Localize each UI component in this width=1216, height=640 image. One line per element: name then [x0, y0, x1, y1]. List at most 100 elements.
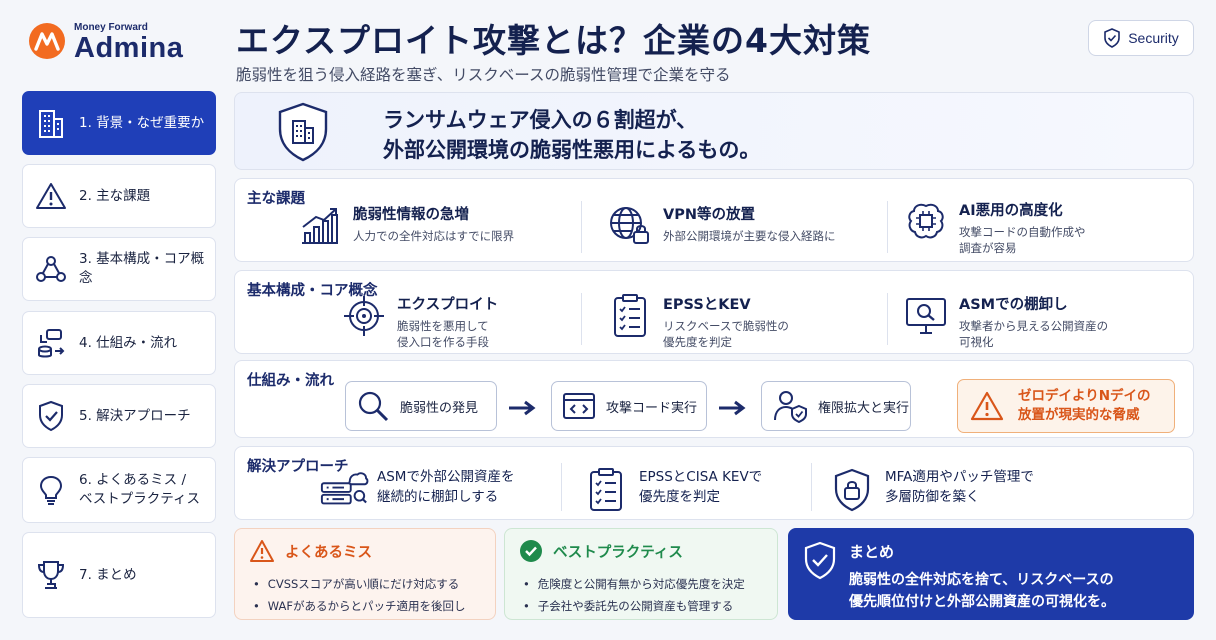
approach-text: EPSSとCISA KEVで 優先度を判定 [639, 469, 763, 505]
list-item: 危険度と公開有無から対応優先度を決定 [523, 573, 745, 595]
issues-section: 主な課題 脆弱性情報の急増 人力での全件対応はすでに限界 VPN等の放置 外部公… [234, 178, 1194, 262]
sidebar-item-label: 4. 仕組み・流れ [79, 334, 178, 351]
summary-text: 脆弱性の全件対応を捨て、リスクベースの 優先順位付けと外部公開資産の可視化を。 [849, 572, 1115, 610]
card-title: ベストプラクティス [553, 544, 683, 561]
issue-item: AI悪用の高度化 攻撃コードの自動作成や 調査が容易 [901, 199, 1086, 256]
sidebar-item-label: 5. 解決アプローチ [79, 407, 191, 424]
divider [561, 463, 562, 511]
sidebar-item-mistakes-best[interactable]: 6. よくあるミス / ベストプラクティス [22, 457, 216, 523]
issue-heading: 脆弱性情報の急増 [353, 207, 469, 223]
arrow-right-icon [717, 397, 747, 422]
approach-item: EPSSとCISA KEVで 優先度を判定 [581, 467, 762, 513]
section-title: 仕組み・流れ [247, 373, 334, 389]
sidebar-item-issues[interactable]: 2. 主な課題 [22, 164, 216, 228]
magnifier-icon [358, 391, 389, 422]
logo: Money Forward Admina [28, 18, 208, 68]
list-item: WAFがあるからとパッチ適用を後回し [253, 595, 466, 617]
network-icon [33, 251, 69, 287]
security-badge-label: Security [1128, 30, 1179, 46]
building-icon [33, 105, 69, 141]
shield-check-icon [33, 398, 69, 434]
concept-desc: リスクベースで脆弱性の 優先度を判定 [663, 319, 789, 349]
hero-banner: ランサムウェア侵入の６割超が、 外部公開環境の脆弱性悪用によるもの。 [234, 92, 1194, 170]
flow-step: 攻撃コード実行 [551, 381, 707, 431]
sidebar-item-label: 6. よくあるミス / ベストプラクティス [79, 472, 200, 507]
security-badge[interactable]: Security [1088, 20, 1194, 56]
approach-section: 解決アプローチ ASMで外部公開資産を 継続的に棚卸しする EPSSとCISA … [234, 446, 1194, 520]
list-item: CVSSスコアが高い順にだけ対応する [253, 573, 466, 595]
concept-item: エクスプロイト 脆弱性を悪用して 侵入口を作る手段 [339, 293, 498, 350]
approach-text: ASMで外部公開資産を 継続的に棚卸しする [377, 469, 515, 505]
issue-item: VPN等の放置 外部公開環境が主要な侵入経路に [605, 203, 836, 249]
divider [581, 201, 582, 253]
sidebar-item-flow[interactable]: 4. 仕組み・流れ [22, 311, 216, 375]
sidebar-item-concepts[interactable]: 3. 基本構成・コア概念 [22, 237, 216, 301]
checklist-icon [581, 467, 631, 513]
approach-item: MFA適用やパッチ管理で 多層防御を築く [827, 467, 1034, 513]
check-circle-icon [520, 540, 542, 562]
sidebar-item-summary[interactable]: 7. まとめ [22, 532, 216, 618]
warning-icon [33, 178, 69, 214]
divider [887, 293, 888, 345]
shield-lock-icon [827, 467, 877, 513]
code-window-icon [563, 393, 595, 419]
issue-desc: 外部公開環境が主要な侵入経路に [663, 229, 836, 243]
issue-desc: 人力での全件対応はすでに限界 [353, 229, 515, 243]
best-practices-list: 危険度と公開有無から対応優先度を決定 子会社や委託先の公開資産も管理する [523, 573, 745, 617]
section-title: 主な課題 [247, 191, 305, 207]
divider [581, 293, 582, 345]
sidebar-item-label: 2. 主な課題 [79, 187, 151, 204]
money-forward-logo-icon [29, 23, 65, 59]
approach-text: MFA適用やパッチ管理で 多層防御を築く [885, 469, 1034, 505]
sidebar-item-approach[interactable]: 5. 解決アプローチ [22, 384, 216, 448]
sidebar-item-label: 1. 背景・なぜ重要か [79, 114, 205, 131]
summary-card: まとめ 脆弱性の全件対応を捨て、リスクベースの 優先順位付けと外部公開資産の可視… [788, 528, 1194, 620]
logo-name: Admina [74, 32, 184, 64]
sidebar-item-background[interactable]: 1. 背景・なぜ重要か [22, 91, 216, 155]
flow-icon [33, 325, 69, 361]
issue-item: 脆弱性情報の急増 人力での全件対応はすでに限界 [295, 203, 514, 249]
approach-item: ASMで外部公開資産を 継続的に棚卸しする [319, 467, 514, 513]
divider [811, 463, 812, 511]
flow-step-label: 権限拡大と実行 [818, 400, 910, 416]
concept-desc: 脆弱性を悪用して 侵入口を作る手段 [397, 319, 489, 349]
hero-line-2: 外部公開環境の脆弱性悪用によるもの。 [383, 138, 761, 162]
arrow-right-icon [507, 397, 537, 422]
logo-tagline: Money Forward [74, 22, 148, 33]
mistakes-card: よくあるミス CVSSスコアが高い順にだけ対応する WAFがあるからとパッチ適用… [234, 528, 496, 620]
concept-item: ASMでの棚卸し 攻撃者から見える公開資産の 可視化 [901, 293, 1108, 350]
user-shield-icon [774, 391, 807, 423]
concept-item: EPSSとKEV リスクベースで脆弱性の 優先度を判定 [605, 293, 789, 350]
flow-step: 脆弱性の発見 [345, 381, 497, 431]
divider [887, 201, 888, 253]
shield-check-icon [1104, 28, 1121, 48]
sidebar-item-label: 7. まとめ [79, 566, 137, 583]
checklist-icon [605, 293, 655, 339]
concept-heading: エクスプロイト [397, 297, 499, 313]
page-subtitle: 脆弱性を狙う侵入経路を塞ぎ、リスクベースの脆弱性管理で企業を守る [236, 66, 731, 84]
flow-step-label: 攻撃コード実行 [606, 400, 698, 416]
flow-step-label: 脆弱性の発見 [400, 400, 479, 416]
hero-statement: ランサムウェア侵入の６割超が、 外部公開環境の脆弱性悪用によるもの。 [383, 105, 760, 165]
globe-lock-icon [605, 203, 655, 249]
card-title: まとめ [849, 543, 895, 561]
warning-callout: ゼロデイよりNデイの 放置が現実的な脅威 [957, 379, 1175, 433]
mistakes-list: CVSSスコアが高い順にだけ対応する WAFがあるからとパッチ適用を後回し [253, 573, 466, 617]
concept-heading: EPSSとKEV [663, 297, 751, 313]
best-practices-card: ベストプラクティス 危険度と公開有無から対応優先度を決定 子会社や委託先の公開資… [504, 528, 778, 620]
warning-text: ゼロデイよりNデイの 放置が現実的な脅威 [1018, 388, 1151, 423]
section-title: 解決アプローチ [247, 459, 349, 475]
issue-desc: 攻撃コードの自動作成や 調査が容易 [959, 225, 1086, 255]
lightbulb-icon [33, 472, 69, 508]
card-title: よくあるミス [285, 544, 372, 561]
shield-building-icon [275, 101, 331, 167]
chart-up-icon [295, 203, 345, 249]
concept-heading: ASMでの棚卸し [959, 297, 1068, 313]
trophy-icon [33, 557, 69, 593]
ai-brain-icon [901, 199, 951, 245]
issue-heading: VPN等の放置 [663, 207, 755, 223]
flow-section: 仕組み・流れ 脆弱性の発見 攻撃コード実行 権限拡大と実行 ゼロデイよりNデイの… [234, 360, 1194, 438]
sidebar-item-label: 3. 基本構成・コア概念 [79, 251, 205, 286]
page-title: エクスプロイト攻撃とは？企業の4大対策 [236, 21, 871, 60]
warning-icon [970, 391, 1004, 421]
